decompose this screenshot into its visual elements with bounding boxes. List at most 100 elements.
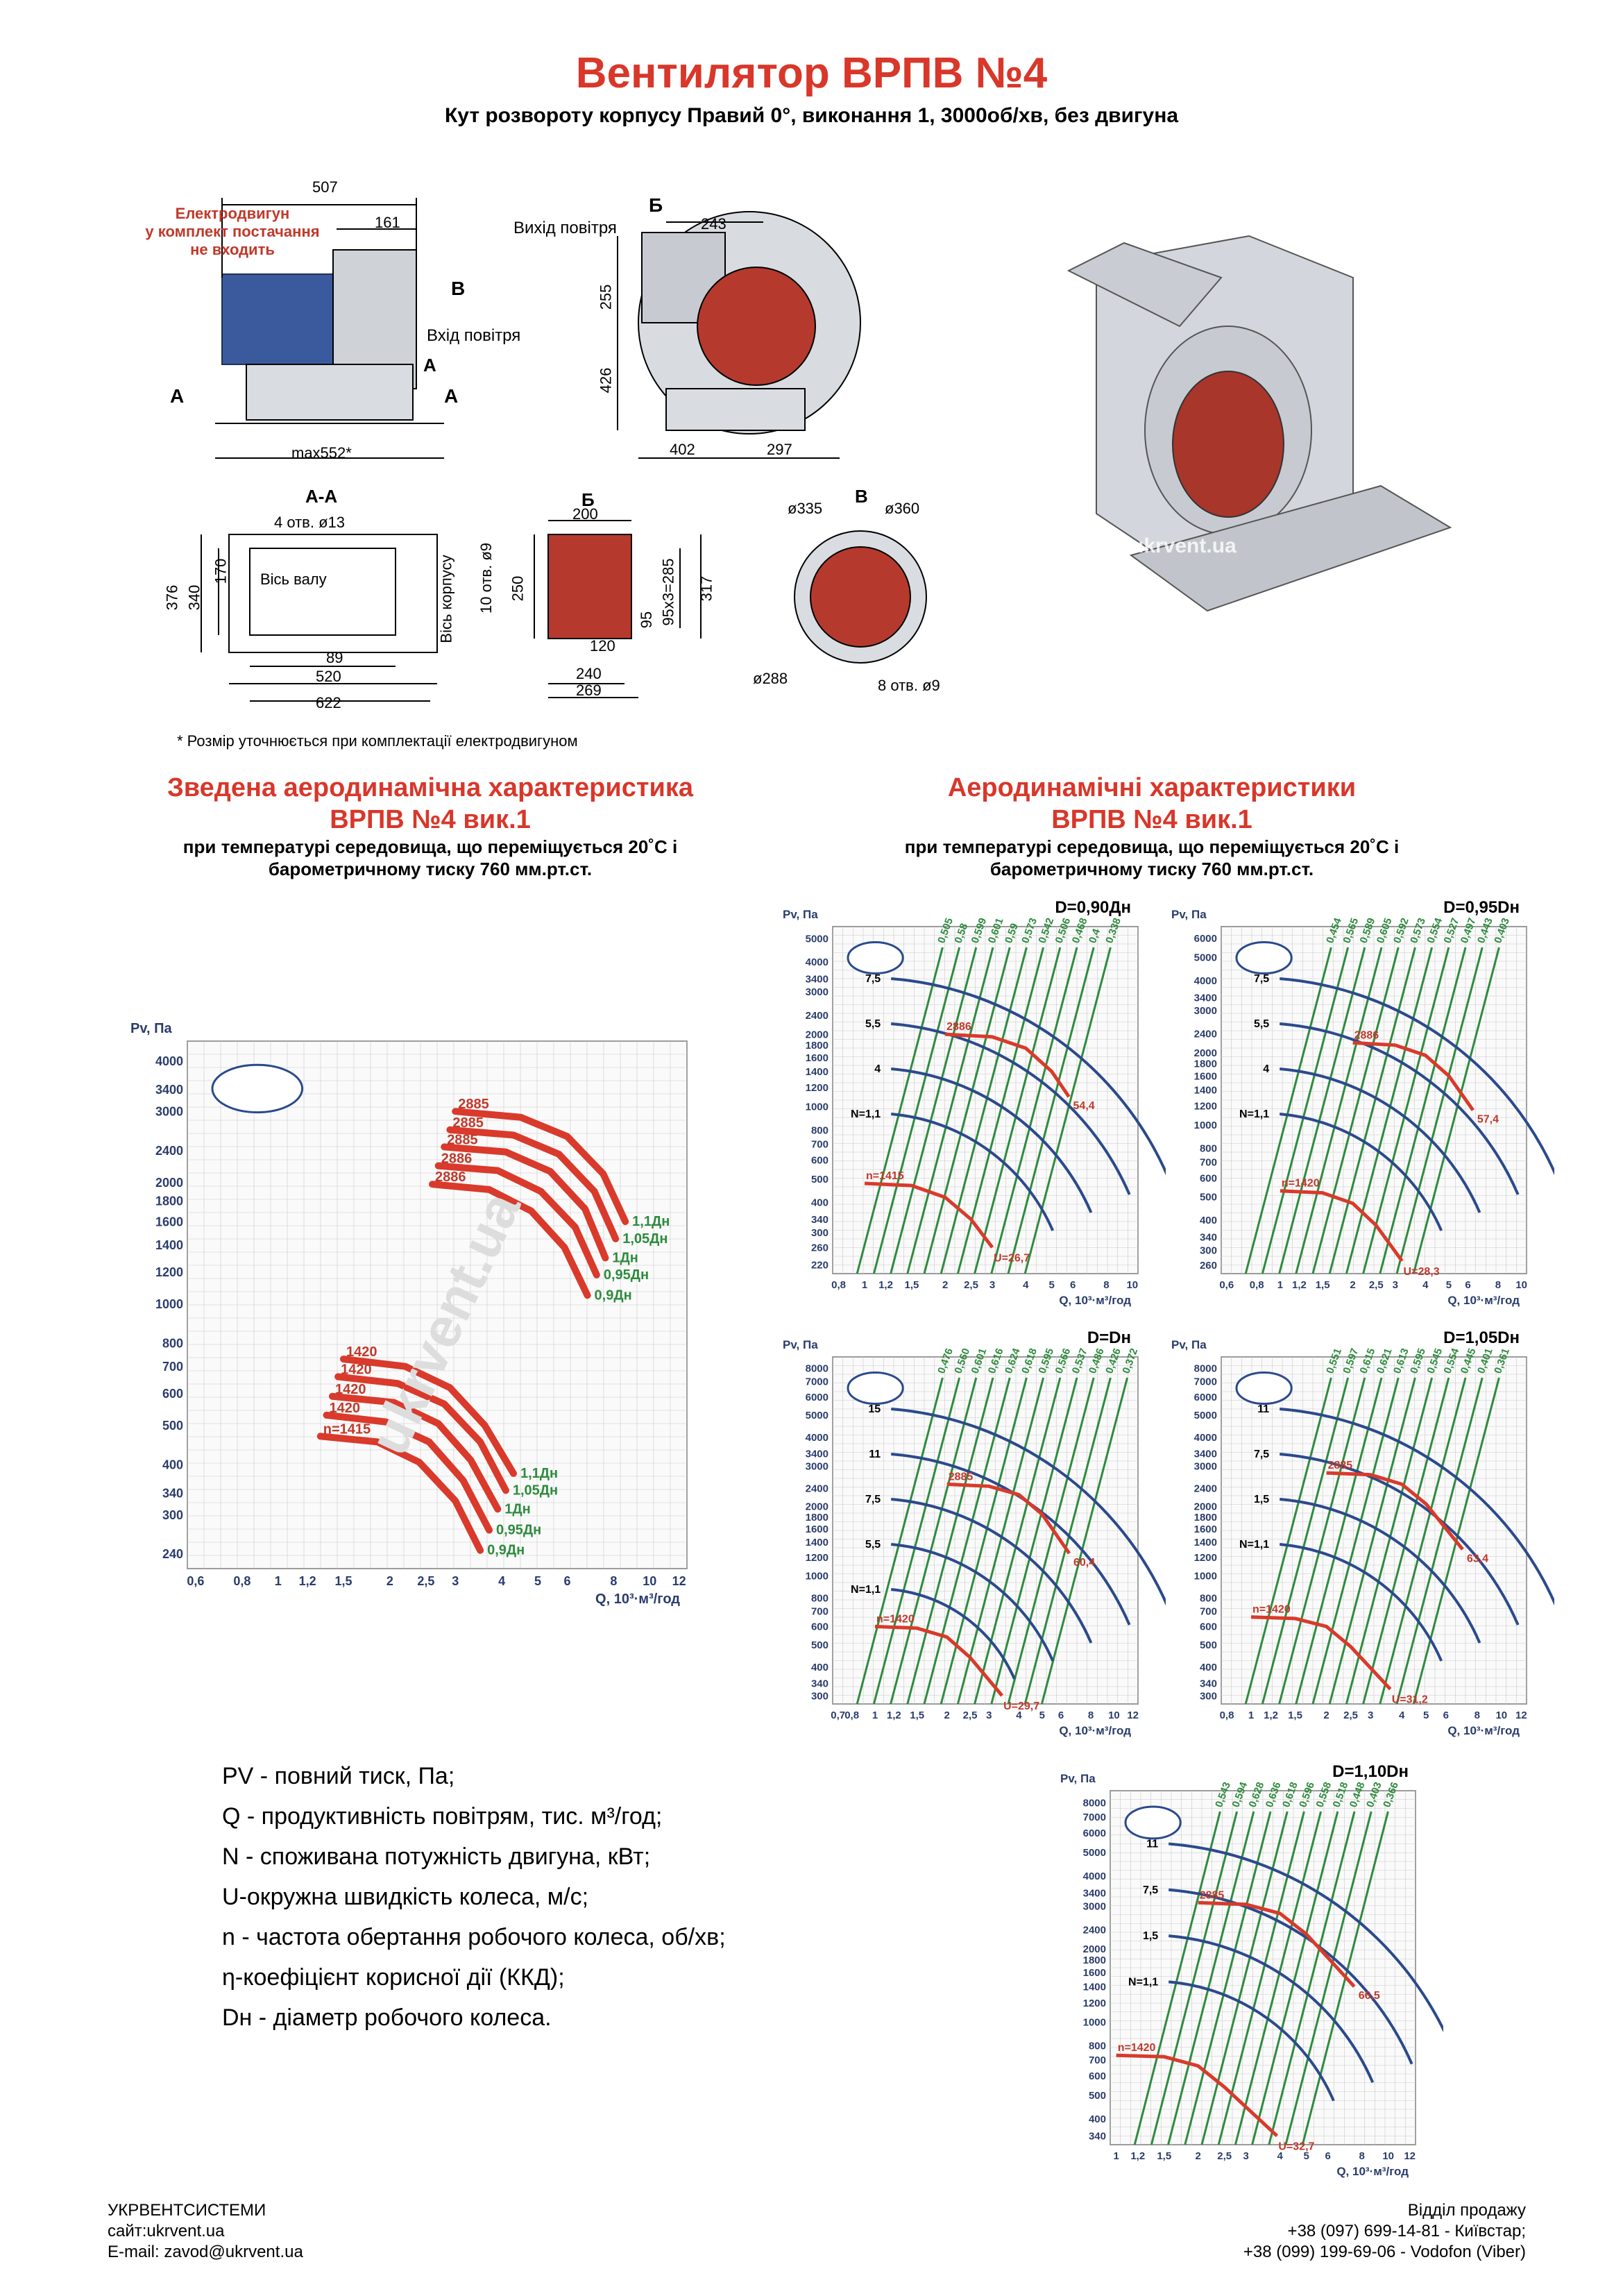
x-tick-label: 1,5	[335, 1574, 352, 1588]
y-tick-label: 8000	[1194, 1363, 1217, 1375]
y-tick-label: 1000	[1194, 1570, 1217, 1582]
efficiency-line	[1261, 947, 1350, 1274]
y-tick-label: 1400	[806, 1537, 829, 1548]
speed-curve	[1250, 1615, 1392, 1691]
y-tick-label: 1800	[1194, 1512, 1217, 1523]
detail-heading: Аеродинамічні характеристики ВРПВ №4 вик…	[904, 773, 1400, 879]
power-label: 7,5	[865, 1494, 881, 1505]
section-v-marker: В	[451, 278, 466, 299]
fan-3d-render	[1067, 235, 1452, 612]
legend-dn: Dн - діаметр робочого колеса.	[222, 2004, 552, 2031]
speed-label: n=1420	[1118, 2042, 1156, 2054]
power-label: 7,5	[865, 973, 881, 985]
y-tick-label: 1400	[155, 1238, 183, 1252]
y-tick-label: 340	[811, 1678, 829, 1689]
efficiency-line	[1328, 947, 1416, 1274]
technical-drawings: А	[201, 198, 1452, 702]
power-curve	[891, 1498, 1093, 1644]
x-axis-label: Q, 10³·м³/год	[595, 1592, 680, 1607]
x-tick-label: 3	[986, 1710, 992, 1721]
x-tick-label: 2	[944, 1710, 950, 1721]
curve-1,1Дн	[340, 1356, 517, 1477]
y-tick-label: 3400	[806, 1448, 829, 1460]
x-tick-label: 2	[1350, 1279, 1355, 1291]
u-high-label: 57,4	[1477, 1114, 1499, 1126]
speed-curve	[946, 1482, 1071, 1555]
watermark-render: ukrvent.ua	[1131, 534, 1237, 557]
y-tick-label: 8000	[1083, 1797, 1106, 1809]
power-curve	[891, 1022, 1131, 1195]
x-tick-label: 6	[1070, 1279, 1076, 1291]
y-tick-label: 400	[811, 1662, 829, 1673]
power-curve	[1169, 1842, 1443, 2033]
efficiency-line	[906, 1377, 994, 1705]
y-tick-label: 3400	[1194, 1448, 1217, 1460]
x-tick-label: 1	[275, 1574, 282, 1588]
efficiency-line	[1328, 1377, 1416, 1705]
y-tick-label: 6000	[806, 1392, 829, 1403]
x-tick-label: 3	[1393, 1279, 1398, 1291]
x-tick-label: 12	[1404, 2150, 1416, 2162]
x-tick-label: 0,6	[187, 1574, 204, 1588]
efficiency-line	[1268, 1811, 1356, 2145]
efficiency-line	[1261, 1377, 1350, 1705]
power-curve	[891, 977, 1166, 1176]
power-curve	[891, 1588, 1016, 1680]
dim-89: 89	[326, 649, 343, 666]
x-tick-label: 6	[1465, 1279, 1470, 1291]
efficiency-line	[1244, 1377, 1332, 1705]
speed-label: n=1420	[1282, 1178, 1320, 1190]
efficiency-line	[1023, 1377, 1112, 1705]
efficiency-line	[1244, 947, 1332, 1274]
y-axis-label: Pv, Па	[130, 1021, 172, 1036]
y-tick-label: 3000	[155, 1105, 183, 1119]
y-tick-label: 600	[162, 1387, 183, 1401]
phone-vodafone: +38 (099) 199-69-06 - Vodofon (Viber)	[1243, 2243, 1526, 2261]
dim-340: 340	[185, 584, 203, 611]
y-tick-label: 1800	[806, 1512, 829, 1523]
curve-1Дн	[441, 1143, 609, 1262]
efficiency-line	[1278, 947, 1366, 1274]
y-tick-label: 500	[1089, 2090, 1106, 2102]
power-label: 5,5	[865, 1539, 881, 1551]
y-tick-label: 800	[811, 1124, 829, 1136]
speed-curve	[1280, 1189, 1404, 1263]
diameter-label: 0,95Дн	[496, 1523, 541, 1538]
y-tick-label: 1400	[1083, 1981, 1106, 1993]
y-tick-label: 220	[811, 1260, 829, 1272]
y-tick-label: 4000	[806, 956, 829, 968]
efficiency-line	[890, 947, 978, 1274]
dim-95x3: 95х3=285	[659, 558, 677, 626]
b-holes: 10 отв. ø9	[477, 543, 495, 614]
x-tick-label: 2,5	[417, 1574, 434, 1588]
power-curve	[1280, 1453, 1520, 1626]
u-low-label: U=31,2	[1392, 1694, 1428, 1706]
y-tick-label: 400	[811, 1197, 829, 1209]
y-tick-label: 260	[1200, 1260, 1217, 1272]
x-axis-label: Q, 10³·м³/год	[1336, 2165, 1409, 2178]
x-tick-label: 1,5	[910, 1710, 924, 1721]
legend-u: U-окружна швидкість колеса, м/с;	[222, 1884, 589, 1910]
y-tick-label: 400	[1089, 2113, 1106, 2125]
power-label: N=1,1	[1128, 1976, 1158, 1988]
dim-243: 243	[701, 215, 726, 233]
y-tick-label: 800	[1200, 1142, 1217, 1154]
diameter-label: 1,05Дн	[622, 1231, 668, 1247]
dim-622: 622	[316, 694, 341, 711]
power-curve	[1280, 1113, 1443, 1231]
x-tick-label: 2	[1196, 2150, 1201, 2162]
x-tick-label: 5	[1049, 1279, 1055, 1291]
y-tick-label: 6000	[1194, 933, 1217, 945]
chart-title: D=1,05Dн	[1443, 1328, 1520, 1347]
x-tick-label: 2,5	[1217, 2150, 1232, 2162]
x-tick-label: 10	[1382, 2150, 1394, 2162]
power-label: 11	[869, 1449, 881, 1460]
diameter-label: 1,1Дн	[520, 1466, 558, 1481]
y-tick-label: 600	[811, 1155, 829, 1167]
efficiency-line	[1217, 1811, 1305, 2145]
curve-0,95Дн	[434, 1162, 600, 1278]
x-tick-label: 8	[1359, 2150, 1365, 2162]
